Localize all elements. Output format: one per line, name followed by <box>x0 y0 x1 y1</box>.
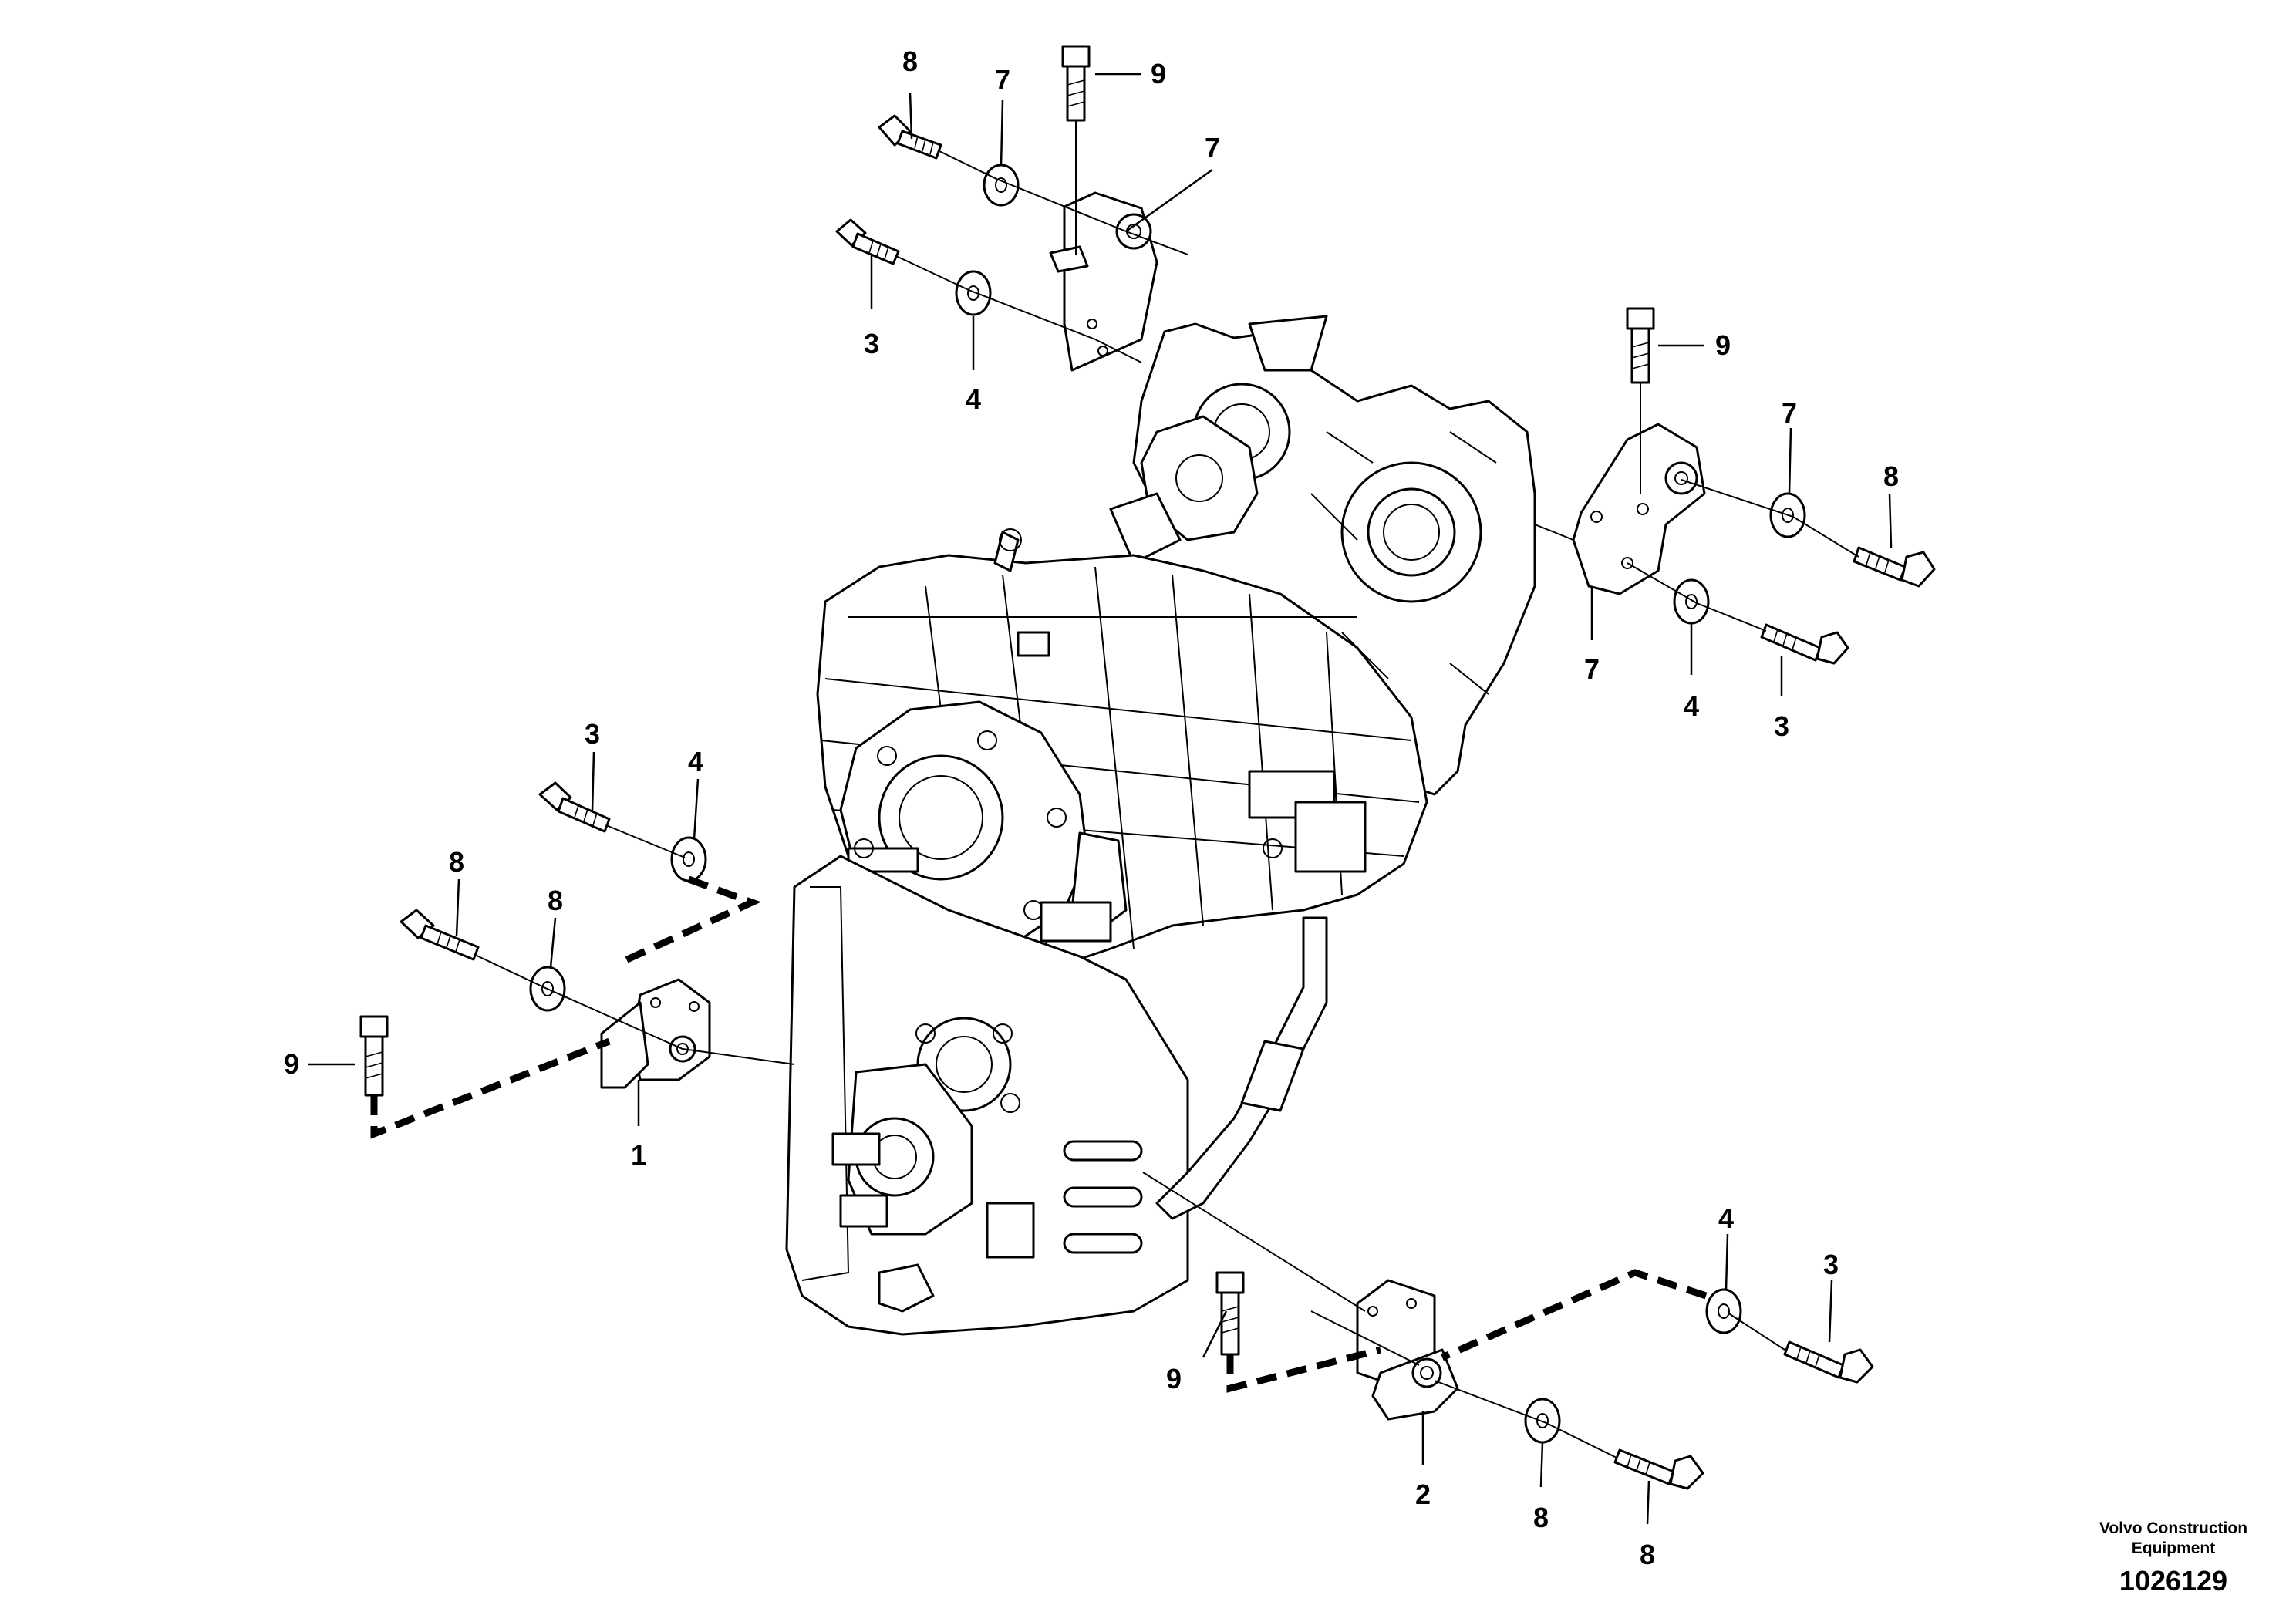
bracket-6 <box>1049 191 1158 372</box>
callout-3-right: 3 <box>1774 710 1789 742</box>
bolt-9-bottom <box>1215 1271 1245 1356</box>
transmission-assembly <box>785 315 1536 1336</box>
drawing-number: 1026129 <box>2119 1565 2227 1597</box>
callouts: 8 7 9 7 3 4 9 7 8 7 4 3 3 4 8 8 9 <box>284 46 1899 1570</box>
callout-3-bottom: 3 <box>1823 1249 1839 1280</box>
company-name-line1: Volvo Construction <box>2099 1519 2247 1537</box>
callout-6: 7 <box>1205 132 1220 164</box>
bolt-9-top <box>1061 45 1091 122</box>
callout-8-right: 8 <box>1883 460 1899 492</box>
bolt-8-top <box>878 114 942 160</box>
callout-8-top: 8 <box>902 46 918 77</box>
callout-2: 2 <box>1415 1479 1431 1510</box>
callout-5: 7 <box>1584 653 1600 685</box>
bolt-9-right <box>1626 307 1655 384</box>
pump-fitting <box>1109 415 1259 565</box>
callout-7-left: 8 <box>449 846 464 878</box>
drawing-footer: Volvo Construction Equipment 1026129 <box>2099 1519 2247 1597</box>
callout-4-right: 4 <box>1684 690 1699 722</box>
bracket-2 <box>1356 1279 1459 1421</box>
bolt-3-top <box>835 218 900 265</box>
assembly-lines <box>370 120 1859 1458</box>
callout-1: 1 <box>631 1139 646 1171</box>
callout-8-bottom: 8 <box>1533 1502 1549 1533</box>
bolt-9-left <box>359 1015 389 1097</box>
bolt-3-bottom <box>1783 1340 1874 1384</box>
bracket-1 <box>600 978 711 1089</box>
bolt-7-bottom <box>1613 1448 1704 1490</box>
bolt-3-right <box>1760 623 1849 665</box>
callout-9-right: 9 <box>1715 329 1731 361</box>
callout-4-bottom: 4 <box>1718 1202 1734 1234</box>
company-name-line2: Equipment <box>2132 1539 2216 1557</box>
callout-4-top: 4 <box>966 383 981 415</box>
callout-7-top: 7 <box>995 64 1010 96</box>
callout-3-left: 3 <box>585 718 600 750</box>
callout-9-left: 9 <box>284 1048 299 1080</box>
bolt-7-left <box>400 909 480 961</box>
callout-7-bottom: 8 <box>1640 1539 1655 1570</box>
callout-9-top: 9 <box>1151 58 1166 89</box>
callout-7-right: 7 <box>1782 397 1797 429</box>
bolt-8-right <box>1853 546 1936 588</box>
callout-8-left: 8 <box>548 885 563 916</box>
callout-3-top: 3 <box>864 328 879 359</box>
bracket-5 <box>1572 423 1706 595</box>
callout-4-left: 4 <box>688 746 703 777</box>
callout-9-bottom: 9 <box>1166 1363 1182 1394</box>
bolt-3-left <box>538 781 611 833</box>
